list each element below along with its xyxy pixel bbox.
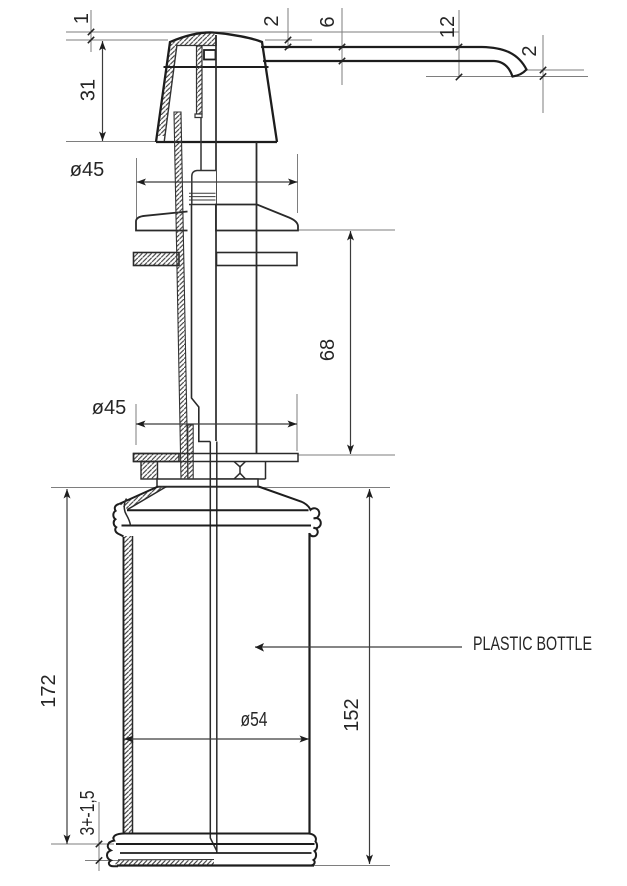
svg-text:12: 12 bbox=[437, 16, 459, 38]
svg-text:ø45: ø45 bbox=[92, 397, 126, 419]
svg-text:68: 68 bbox=[317, 339, 339, 361]
svg-text:2: 2 bbox=[261, 15, 283, 26]
svg-text:172: 172 bbox=[38, 674, 60, 707]
svg-text:ø45: ø45 bbox=[70, 159, 104, 181]
svg-text:6: 6 bbox=[317, 16, 339, 27]
svg-text:152: 152 bbox=[341, 698, 363, 731]
svg-text:2: 2 bbox=[519, 45, 541, 56]
svg-text:ø54: ø54 bbox=[241, 709, 268, 731]
svg-text:31: 31 bbox=[78, 79, 100, 101]
svg-text:PLASTIC BOTTLE: PLASTIC BOTTLE bbox=[473, 633, 592, 655]
svg-text:1: 1 bbox=[71, 13, 93, 24]
svg-text:3+-1,5: 3+-1,5 bbox=[77, 791, 99, 836]
